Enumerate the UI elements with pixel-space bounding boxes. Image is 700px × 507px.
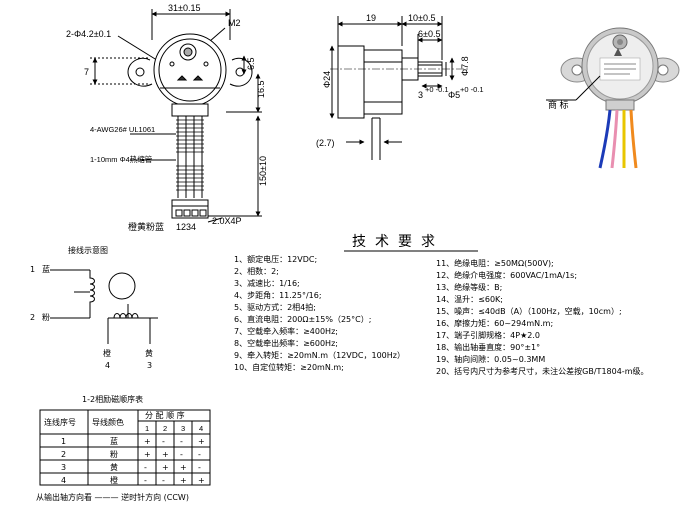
requirements-title: 技术要求 [352, 234, 444, 250]
table-sub-col: 1 [145, 424, 149, 433]
table-cell: + [180, 476, 187, 485]
table-cell-seq: 2 [61, 450, 66, 459]
dim-width: 31±0.15 [168, 3, 200, 13]
wire-color-4: 橙 [103, 348, 111, 358]
dim-7-8: Φ7.8 [460, 56, 470, 76]
label-m2: M2 [228, 18, 241, 28]
wire-num-3: 3 [147, 361, 152, 370]
requirement-item: 5、驱动方式：2相4拍; [234, 302, 316, 312]
table-cell: - [144, 463, 147, 472]
wire-num-4: 4 [105, 361, 110, 370]
table-cell-seq: 1 [61, 437, 66, 446]
table-sub-col: 4 [199, 424, 203, 433]
dim-6: 6±0.5 [418, 29, 440, 39]
requirement-item: 17、端子引脚规格：4P★2.0 [436, 330, 540, 340]
dim-3: 3 [418, 90, 423, 100]
requirement-item: 9、牵入转矩：≥20mN.m（12VDC，100Hz） [234, 350, 405, 360]
table-cell: - [180, 437, 183, 446]
dim-5: Φ5 [448, 90, 460, 100]
connector-type: 2.0X4P [212, 216, 242, 226]
requirement-item: 1、额定电压：12VDC; [234, 254, 317, 264]
table-cell: - [180, 450, 183, 459]
table-title: 1-2相励磁顺序表 [82, 394, 143, 404]
table-row: 4 橙 - - + + [61, 475, 205, 485]
wire-num-2: 2 [30, 313, 35, 322]
table-header-dist: 分 配 顺 序 [145, 410, 185, 420]
direction-note: 从输出轴方向看 ——— 逆时针方向 (CCW) [36, 492, 189, 502]
requirement-item: 13、绝缘等级：B; [436, 282, 502, 292]
requirement-item: 3、减速比：1/16; [234, 278, 300, 288]
table-cell: + [144, 437, 151, 446]
table-cell: + [162, 463, 169, 472]
excitation-table [39, 409, 211, 486]
sleeve-spec: 1-10mm Φ4热缩管 [90, 154, 153, 164]
dim-19: 19 [366, 13, 376, 23]
wire-color-2: 粉 [42, 312, 50, 322]
table-cell: - [162, 437, 165, 446]
table-cell: + [198, 437, 205, 446]
requirements-left: 1、额定电压：12VDC; 2、相数：2; 3、减速比：1/16; 4、步距角：… [234, 254, 405, 372]
requirement-item: 12、绝缘介电强度：600VAC/1mA/1s; [436, 270, 577, 280]
table-header-color: 导线颜色 [92, 417, 124, 427]
table-row: 2 粉 + + - - [61, 449, 201, 459]
table-cell: - [198, 463, 201, 472]
requirement-item: 19、轴向间隙：0.05~0.3MM [436, 354, 545, 364]
wire-color-3: 黄 [145, 348, 153, 358]
requirement-item: 4、步距角：11.25°/16; [234, 290, 322, 300]
motor-photo [546, 12, 680, 172]
side-view [329, 16, 470, 160]
front-view [90, 9, 262, 223]
table-cell: + [144, 450, 151, 459]
requirement-item: 16、摩擦力矩：60~294mN.m; [436, 318, 553, 328]
table-cell: + [180, 463, 187, 472]
table-cell: + [198, 476, 205, 485]
connector-pins: 1234 [176, 222, 196, 232]
dim-holes: 2-Φ4.2±0.1 [66, 29, 111, 39]
table-cell: - [162, 476, 165, 485]
wire-spec: 4-AWG26# UL1061 [90, 125, 155, 134]
dim-2-7: (2.7) [316, 138, 335, 148]
table-cell-seq: 4 [61, 476, 66, 485]
requirement-item: 2、相数：2; [234, 266, 279, 276]
requirement-item: 20、括号内尺寸为参考尺寸，未注公差按GB/T1804-m级。 [436, 366, 649, 376]
dim-5-tol: +0 -0.1 [460, 85, 484, 94]
trademark-label: 商 标 [548, 99, 569, 110]
requirement-item: 10、自定位转矩：≥20mN.m; [234, 362, 344, 372]
table-cell: - [198, 450, 201, 459]
wiring-title: 接线示意图 [68, 245, 108, 255]
table-cell-color: 橙 [110, 475, 118, 485]
dim-3-tol: +0 -0.1 [425, 85, 449, 94]
table-row: 3 黄 - + + - [61, 462, 201, 472]
wire-color-1: 蓝 [42, 264, 50, 274]
requirement-item: 8、空载牵出频率：≥600Hz; [234, 338, 338, 348]
requirement-item: 18、输出轴垂直度：90°±1° [436, 342, 540, 352]
requirement-item: 11、绝缘电阻：≥50MΩ(500V); [436, 258, 554, 268]
table-sub-col: 3 [181, 424, 185, 433]
requirement-item: 7、空载牵入频率：≥400Hz; [234, 326, 338, 336]
dim-7: 7 [84, 67, 89, 77]
dim-24: Φ24 [322, 71, 332, 88]
dim-150: 150±10 [258, 156, 268, 186]
dim-10: 10±0.5 [408, 13, 435, 23]
table-cell-color: 蓝 [110, 436, 118, 446]
table-cell-color: 黄 [110, 462, 118, 472]
table-cell: + [162, 450, 169, 459]
table-cell-color: 粉 [110, 449, 118, 459]
dim-6-5: 6.5 [246, 57, 256, 70]
requirement-item: 15、噪声：≤40dB（A）（100Hz，空载，10cm）; [436, 306, 622, 316]
table-cell-seq: 3 [61, 463, 66, 472]
table-cell: - [144, 476, 147, 485]
dim-16-5: 16.5 [256, 80, 266, 98]
table-row: 1 蓝 + - - + [61, 436, 205, 446]
requirement-item: 6、直流电阻：200Ω±15%（25°C）; [234, 314, 371, 324]
wiring-diagram [50, 269, 158, 344]
requirements-right: 11、绝缘电阻：≥50MΩ(500V); 12、绝缘介电强度：600VAC/1m… [436, 258, 649, 376]
table-sub-col: 2 [163, 424, 167, 433]
requirement-item: 14、温升：≤60K; [436, 295, 503, 304]
connector-colors: 橙黄粉蓝 [128, 221, 164, 232]
table-header-seq: 连线序号 [44, 417, 76, 427]
wire-num-1: 1 [30, 265, 35, 274]
